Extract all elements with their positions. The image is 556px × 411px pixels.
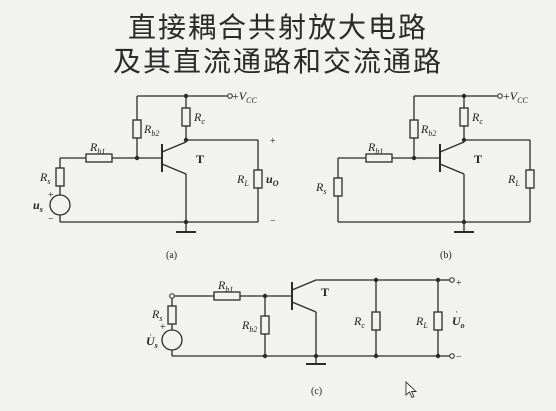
label-rs-a: Rs	[39, 170, 50, 186]
label-t-a: T	[196, 152, 204, 166]
minus-uo-a: −	[270, 216, 276, 227]
label-rb1-b: Rb1	[367, 140, 383, 156]
circuit-a	[49, 95, 263, 233]
resistor-rs-a	[55, 167, 65, 187]
label-rl-c: RL	[415, 314, 428, 330]
resistor-rc-a	[181, 107, 191, 127]
plus-uo-c: +	[456, 278, 462, 289]
resistor-rc-c	[371, 311, 381, 331]
minus-uo-c: −	[456, 352, 462, 363]
title-line-2: 及其直流通路和交流通路	[112, 45, 443, 78]
resistor-rl-c	[433, 311, 443, 331]
resistor-rb2-b	[409, 119, 419, 139]
title-line-1: 直接耦合共射放大电路	[127, 11, 428, 44]
label-rb2-b: Rb2	[420, 122, 436, 138]
plus-uo-a: +	[270, 136, 276, 147]
label-rc-b: Rc	[471, 110, 483, 126]
resistor-rb2-c	[260, 315, 270, 335]
plus-us-c: +	[160, 322, 166, 333]
label-us-a: us	[33, 198, 43, 214]
label-rl-a: RL	[236, 172, 249, 188]
label-t-c: T	[321, 285, 329, 299]
label-rb1-c: Rb1	[217, 278, 233, 294]
label-t-b: T	[474, 152, 482, 166]
label-rc-a: Rc	[193, 110, 205, 126]
caption-c: (c)	[311, 386, 322, 397]
label-rl-b: RL	[507, 172, 520, 188]
resistor-rl-a	[253, 169, 263, 189]
label-rs-c: Rs	[151, 307, 162, 323]
circuit-b	[333, 95, 535, 233]
resistor-rl-b	[525, 169, 535, 189]
caption-b: (b)	[440, 250, 452, 261]
resistor-rb2-a	[132, 119, 142, 139]
resistor-rs-b	[333, 177, 343, 197]
label-rc-c: Rc	[353, 314, 365, 330]
circuit-c	[161, 279, 450, 365]
mouse-pointer-icon	[405, 380, 418, 399]
label-rb2-c: Rb2	[241, 318, 257, 334]
dot-us-c: ·	[149, 330, 152, 340]
label-rs-b: Rs	[315, 180, 326, 196]
label-vcc-b: +VCC	[503, 89, 528, 105]
label-vcc-a: +VCC	[232, 89, 257, 105]
dot-uo-c: ·	[455, 307, 458, 317]
label-rb1-a: Rb1	[89, 140, 105, 156]
label-uo-a: uO	[266, 172, 279, 188]
plus-us-a: +	[48, 190, 54, 201]
minus-us-a: −	[48, 214, 54, 225]
resistor-rs-c	[167, 305, 177, 325]
caption-a: (a)	[166, 250, 177, 261]
source-us-c	[161, 329, 183, 351]
label-rb2-a: Rb2	[143, 122, 159, 138]
label-us-c: Us	[146, 334, 158, 350]
resistor-rc-b	[459, 107, 469, 127]
label-uo-c: Uo	[452, 314, 465, 330]
